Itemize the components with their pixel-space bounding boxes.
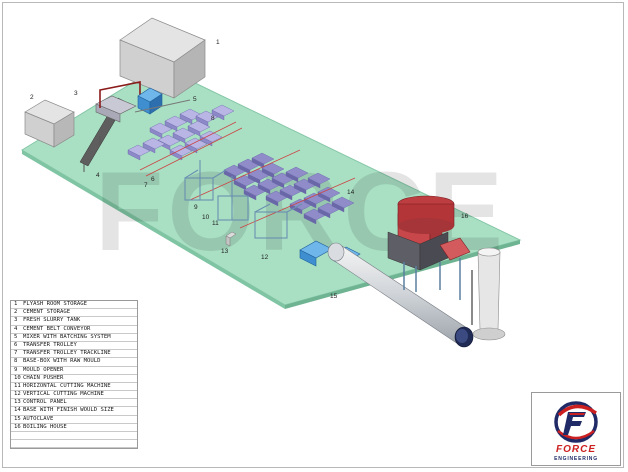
- legend-label: FRESH SLURRY TANK: [23, 317, 81, 324]
- legend-row: 3 FRESH SLURRY TANK: [11, 317, 137, 326]
- legend-number: 13: [14, 399, 21, 406]
- legend-label: TRANSFER TROLLEY TRACKLINE: [23, 350, 111, 357]
- legend-label: BOILING HOUSE: [23, 423, 67, 430]
- callout-number: 2: [30, 94, 34, 101]
- legend-number: 9: [14, 366, 18, 373]
- raw-mould-boxes: [127, 104, 235, 161]
- legend-number: 3: [14, 317, 18, 324]
- floor-edge-right: [285, 240, 520, 309]
- callout-number: 13: [221, 248, 229, 255]
- legend-row: 7 TRANSFER TROLLEY TRACKLINE: [11, 350, 137, 359]
- legend-row: 1 FLYASH ROOM STORAGE: [11, 301, 137, 310]
- legend-number: 12: [14, 391, 21, 398]
- legend-label: VERTICAL CUTTING MACHINE: [23, 391, 104, 398]
- legend-row: 5 MIXER WITH BATCHING SYSTEM: [11, 334, 137, 342]
- control-panel: [225, 231, 237, 247]
- callout-number: 5: [193, 96, 197, 103]
- legend-label: CONTROL PANEL: [23, 399, 67, 406]
- force-logo-emblem: FORCE ENGINEERING: [554, 401, 598, 462]
- legend-number: 6: [14, 341, 18, 348]
- callout-number: 9: [194, 204, 198, 211]
- mixer-batching-system: [134, 87, 191, 115]
- transfer-trolley-trackline: [139, 121, 356, 229]
- legend-number: 16: [14, 423, 21, 430]
- legend-label: MOULD OPENER: [23, 366, 64, 373]
- legend-label: BASE WITH FINISH WOULD SIZE: [23, 407, 114, 414]
- cutting-machines: [184, 160, 303, 239]
- callout-number: 10: [202, 214, 210, 221]
- legend-number: 2: [14, 309, 18, 316]
- callout-number: 12: [261, 254, 269, 261]
- legend-label: CHAIN PUSHER: [23, 374, 64, 381]
- legend-number: 8: [14, 358, 18, 365]
- legend-number: 10: [14, 374, 21, 381]
- cement-storage-building: [24, 99, 75, 148]
- legend-number: 11: [14, 382, 21, 389]
- legend-label: AUTOCLAVE: [23, 415, 54, 422]
- legend-row: 8 BASE-BOX WITH RAW MOULD: [11, 358, 137, 367]
- legend-label: HORIZONTAL CUTTING MACHINE: [23, 382, 111, 389]
- callout-number: 15: [330, 293, 338, 300]
- legend-row: 4 CEMENT BELT CONVEYOR: [11, 326, 137, 334]
- legend-row: 2 CEMENT STORAGE: [11, 309, 137, 318]
- legend-number: 15: [14, 415, 21, 422]
- legend-label: CEMENT STORAGE: [23, 309, 71, 316]
- legend-number: 7: [14, 350, 18, 357]
- legend-row: 6 TRANSFER TROLLEY: [11, 341, 137, 351]
- legend-table: 1 FLYASH ROOM STORAGE 2 CEMENT STORAGE 3 FRES…: [10, 300, 138, 450]
- callout-number: 14: [347, 189, 355, 196]
- legend-number: 14: [14, 407, 21, 414]
- finished-block-stacks: [223, 152, 355, 225]
- legend-number: 4: [14, 325, 18, 332]
- callout-number: 6: [151, 176, 155, 183]
- legend-label: MIXER WITH BATCHING SYSTEM: [23, 333, 111, 340]
- chimney-stack: [471, 247, 506, 341]
- legend-blank-row: [11, 440, 137, 449]
- brand-logo-box: FORCE ENGINEERING: [531, 392, 621, 466]
- callout-number: 1: [216, 39, 220, 46]
- callout-number: 16: [461, 213, 469, 220]
- callout-number: 3: [74, 90, 78, 97]
- autoclave-vessel: [327, 242, 474, 348]
- callout-number: 7: [144, 182, 148, 189]
- callout-number: 8: [211, 115, 215, 122]
- floor-edge-left: [22, 150, 285, 309]
- legend-label: BASE-BOX WITH RAW MOULD: [23, 358, 101, 365]
- fresh-slurry-tank: [95, 81, 141, 123]
- legend-label: CEMENT BELT CONVEYOR: [23, 325, 91, 332]
- legend-row: 9 MOULD OPENER: [11, 367, 137, 375]
- legend-number: 1: [14, 301, 18, 307]
- legend-label: TRANSFER TROLLEY: [23, 341, 77, 348]
- legend-blank-row: [11, 432, 137, 441]
- callout-number: 11: [212, 220, 219, 227]
- legend-label: FLYASH ROOM STORAGE: [23, 301, 87, 307]
- logo-brand-text: FORCE: [556, 444, 596, 455]
- callout-number: 4: [96, 172, 100, 179]
- logo-tagline-text: ENGINEERING: [554, 456, 598, 462]
- flyash-room-building: [119, 17, 206, 99]
- legend-number: 5: [14, 333, 18, 340]
- page-border: [2, 2, 624, 468]
- boiling-house: [387, 195, 471, 300]
